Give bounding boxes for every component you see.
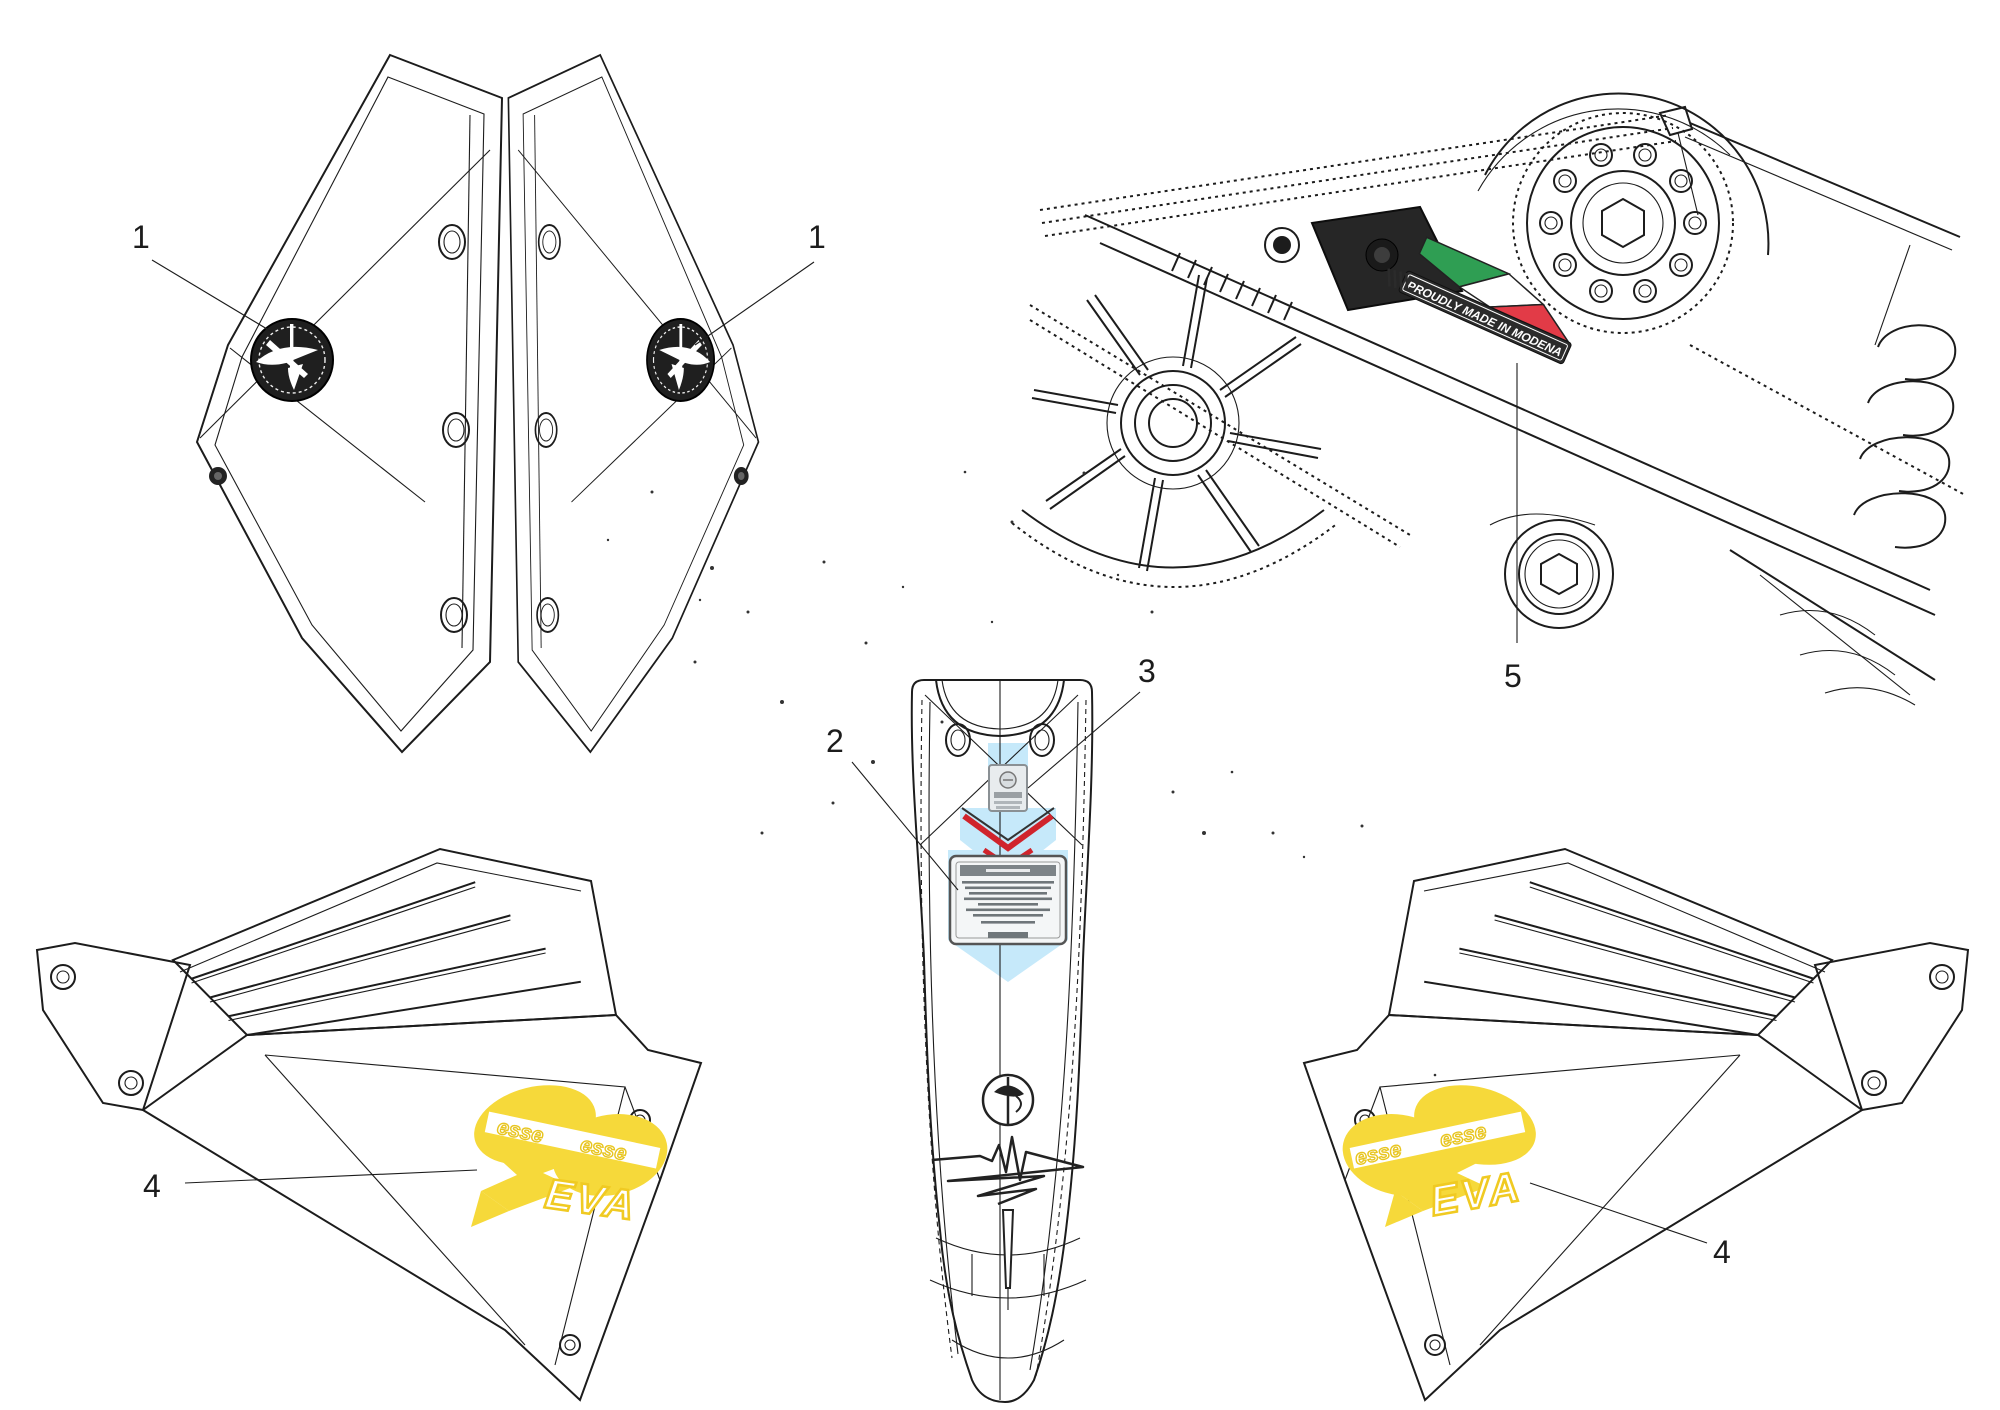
callout-1-right: 1 <box>808 219 826 255</box>
brand-emblem-icon <box>646 318 715 402</box>
belt-hatching <box>1171 252 1293 321</box>
callout-2: 2 <box>826 723 844 759</box>
leader-line-2 <box>851 761 959 891</box>
idler-roller <box>1264 227 1300 263</box>
view-front-fender: 2 3 <box>826 653 1156 1404</box>
fender-heartbeat-graphic <box>931 1073 1085 1289</box>
callout-4-right: 4 <box>1713 1234 1731 1270</box>
hub-bolts <box>1539 143 1707 303</box>
callout-3: 3 <box>1138 653 1156 689</box>
rear-cover-right <box>507 53 760 754</box>
callout-4-left: 4 <box>143 1168 161 1204</box>
frame-tubes <box>1029 105 1966 706</box>
fastener-ovals <box>438 224 470 633</box>
wheel-hub <box>1477 92 1770 334</box>
rear-cover-left <box>195 53 504 754</box>
shock-spring <box>1853 244 1957 549</box>
small-warning-decal <box>988 764 1028 812</box>
esse-esse-9-eva-graphic: esse esse EVA <box>1342 1085 1536 1227</box>
leader-line-4-right <box>1529 1182 1708 1244</box>
view-rear-covers: 1 1 <box>132 53 826 754</box>
callout-1-left: 1 <box>132 219 150 255</box>
view-swingarm-detail: PROUDLY MADE IN MODENA <box>1011 92 1966 706</box>
leader-line-1-right <box>694 261 815 346</box>
warning-text-decal <box>948 854 1068 946</box>
motor-pulley <box>1011 274 1339 588</box>
brand-emblem-icon <box>250 318 334 402</box>
leader-line-3 <box>1027 691 1141 789</box>
leader-line-1-left <box>151 259 273 333</box>
panel-structure <box>35 847 703 1402</box>
esse-esse-9-eva-graphic: esse esse EVA <box>471 1085 668 1230</box>
leader-line-4-left <box>184 1169 478 1184</box>
tensioner <box>1489 513 1614 629</box>
callout-5: 5 <box>1504 658 1522 694</box>
view-side-panel-left: esse esse EVA 4 <box>35 847 703 1402</box>
view-side-panel-right: esse esse EVA 4 <box>1302 847 1970 1402</box>
